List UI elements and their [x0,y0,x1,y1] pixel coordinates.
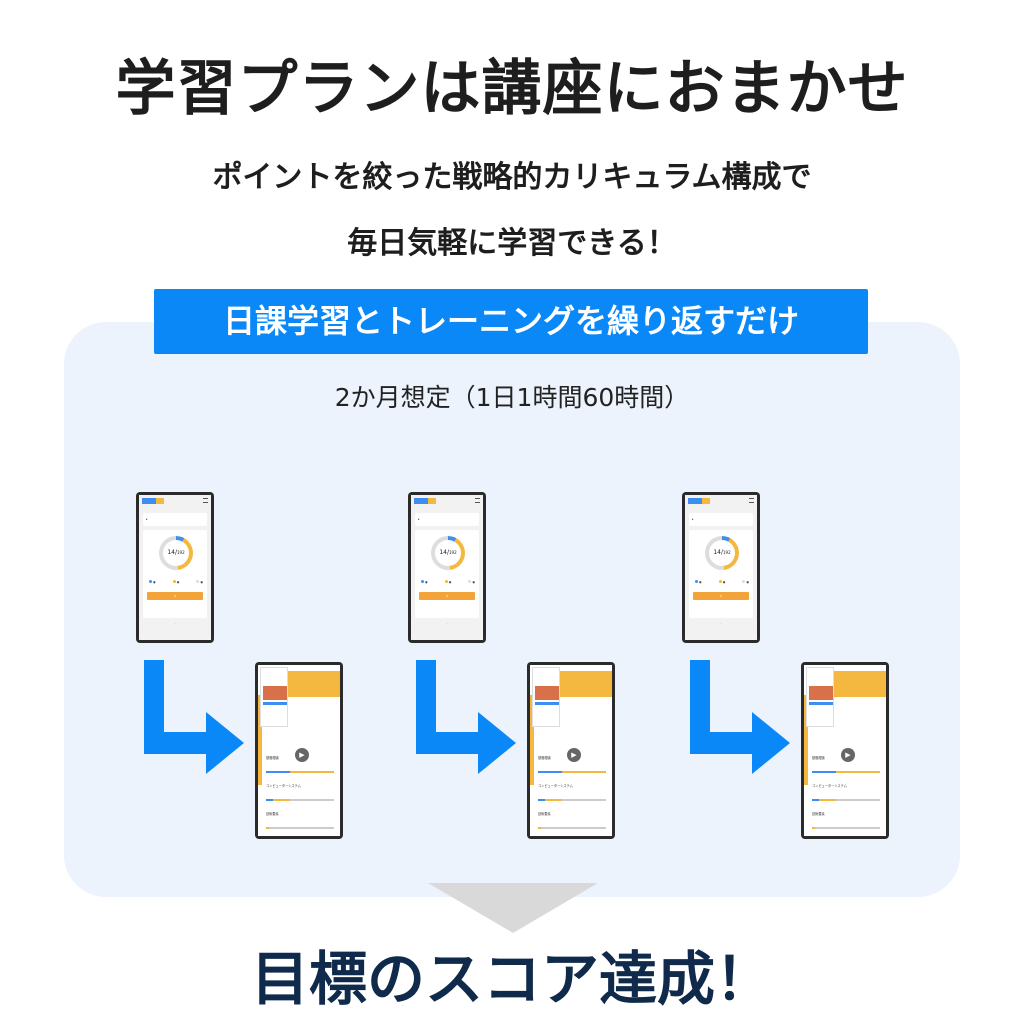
phone-screen: ▸ 14/192 ●●● ✎ — [139,495,211,640]
course-select: ▸ [143,513,207,526]
arrow-icon [416,660,516,774]
section-label: 技術要素 [538,812,551,816]
progress-card: 14/192 ●●● ✎ [689,530,753,618]
progress-ring: 14/192 [705,536,739,570]
progress-done: 14 [167,549,175,556]
section-label: 基礎理論 [812,756,825,760]
study-button: ✎ [147,592,203,600]
study-button: ✎ [693,592,749,600]
section-progress [812,799,880,801]
phone-screen: ▸ 14/192 ●●● ✎ — [685,495,757,640]
play-icon: ▶ [841,748,855,762]
app-logo [142,498,164,504]
video-popup [260,667,288,727]
subtitle-line-2: 毎日気軽に学習できる！ [347,226,677,261]
subtitle-line-1: ポイントを絞った戦略的カリキュラム構成で [212,160,812,195]
section-progress [266,799,334,801]
section-label: 基礎理論 [266,756,279,760]
copyright: — [174,623,176,625]
phone-screen: ▸ 14/192 ●●● ✎ — [411,495,483,640]
section-label: 技術要素 [812,812,825,816]
progress-done: 14 [713,549,721,556]
popup-button [263,702,287,705]
progress-legend: ●●● [149,580,203,584]
section-progress [538,827,606,829]
header-decoration [552,671,612,697]
routine-banner: 日課学習とトレーニングを繰り返すだけ [154,289,868,354]
course-select: ▸ [415,513,479,526]
progress-ring: 14/192 [159,536,193,570]
copyright: — [720,623,722,625]
progress-ring: 14/192 [431,536,465,570]
popup-button [535,702,559,705]
page-title: 学習プランは講座におまかせ [115,54,909,124]
menu-icon [203,498,208,503]
header-decoration [826,671,886,697]
lecture-thumbnail [809,686,833,700]
section-label: コンピューターシステム [812,784,847,788]
popup-button [809,702,833,705]
goal-title: 目標のスコア達成！ [250,945,773,1013]
arrow-icon [144,660,244,774]
study-cycle: ▸ 14/192 ●●● ✎ — ▶ 基礎理論 コンピューターシステム 技術要素 [136,0,366,1024]
app-logo [688,498,710,504]
phone-training: ▶ 基礎理論 コンピューターシステム 技術要素 [255,662,343,839]
phone-daily-study: ▸ 14/192 ●●● ✎ — [136,492,214,643]
section-progress [266,771,334,773]
side-decoration [530,695,534,785]
phone-screen: ▶ 基礎理論 コンピューターシステム 技術要素 [530,665,612,836]
study-cycle: ▸ 14/192 ●●● ✎ — ▶ 基礎理論 コンピューターシステム 技術要素 [408,0,638,1024]
progress-legend: ●●● [695,580,749,584]
lecture-thumbnail [263,686,287,700]
progress-card: 14/192 ●●● ✎ [415,530,479,618]
down-triangle-icon [428,883,598,933]
study-button: ✎ [419,592,475,600]
phone-training: ▶ 基礎理論 コンピューターシステム 技術要素 [527,662,615,839]
progress-total: 192 [177,550,185,555]
progress-legend: ●●● [421,580,475,584]
phone-screen: ▶ 基礎理論 コンピューターシステム 技術要素 [258,665,340,836]
app-logo [414,498,436,504]
phone-daily-study: ▸ 14/192 ●●● ✎ — [682,492,760,643]
phone-daily-study: ▸ 14/192 ●●● ✎ — [408,492,486,643]
section-label: 技術要素 [266,812,279,816]
section-progress [538,799,606,801]
lecture-thumbnail [535,686,559,700]
progress-total: 192 [723,550,731,555]
phone-screen: ▶ 基礎理論 コンピューターシステム 技術要素 [804,665,886,836]
section-label: 基礎理論 [538,756,551,760]
video-popup [806,667,834,727]
section-label: コンピューターシステム [538,784,573,788]
side-decoration [258,695,262,785]
header-decoration [280,671,340,697]
section-label: コンピューターシステム [266,784,301,788]
phone-training: ▶ 基礎理論 コンピューターシステム 技術要素 [801,662,889,839]
course-select: ▸ [689,513,753,526]
section-progress [812,827,880,829]
progress-done: 14 [439,549,447,556]
study-cycle: ▸ 14/192 ●●● ✎ — ▶ 基礎理論 コンピューターシステム 技術要素 [682,0,912,1024]
section-progress [812,771,880,773]
video-popup [532,667,560,727]
arrow-icon [690,660,790,774]
period-label: 2か月想定（1日1時間60時間） [334,383,690,412]
copyright: — [446,623,448,625]
section-progress [266,827,334,829]
menu-icon [475,498,480,503]
play-icon: ▶ [567,748,581,762]
progress-card: 14/192 ●●● ✎ [143,530,207,618]
side-decoration [804,695,808,785]
section-progress [538,771,606,773]
progress-total: 192 [449,550,457,555]
play-icon: ▶ [295,748,309,762]
menu-icon [749,498,754,503]
